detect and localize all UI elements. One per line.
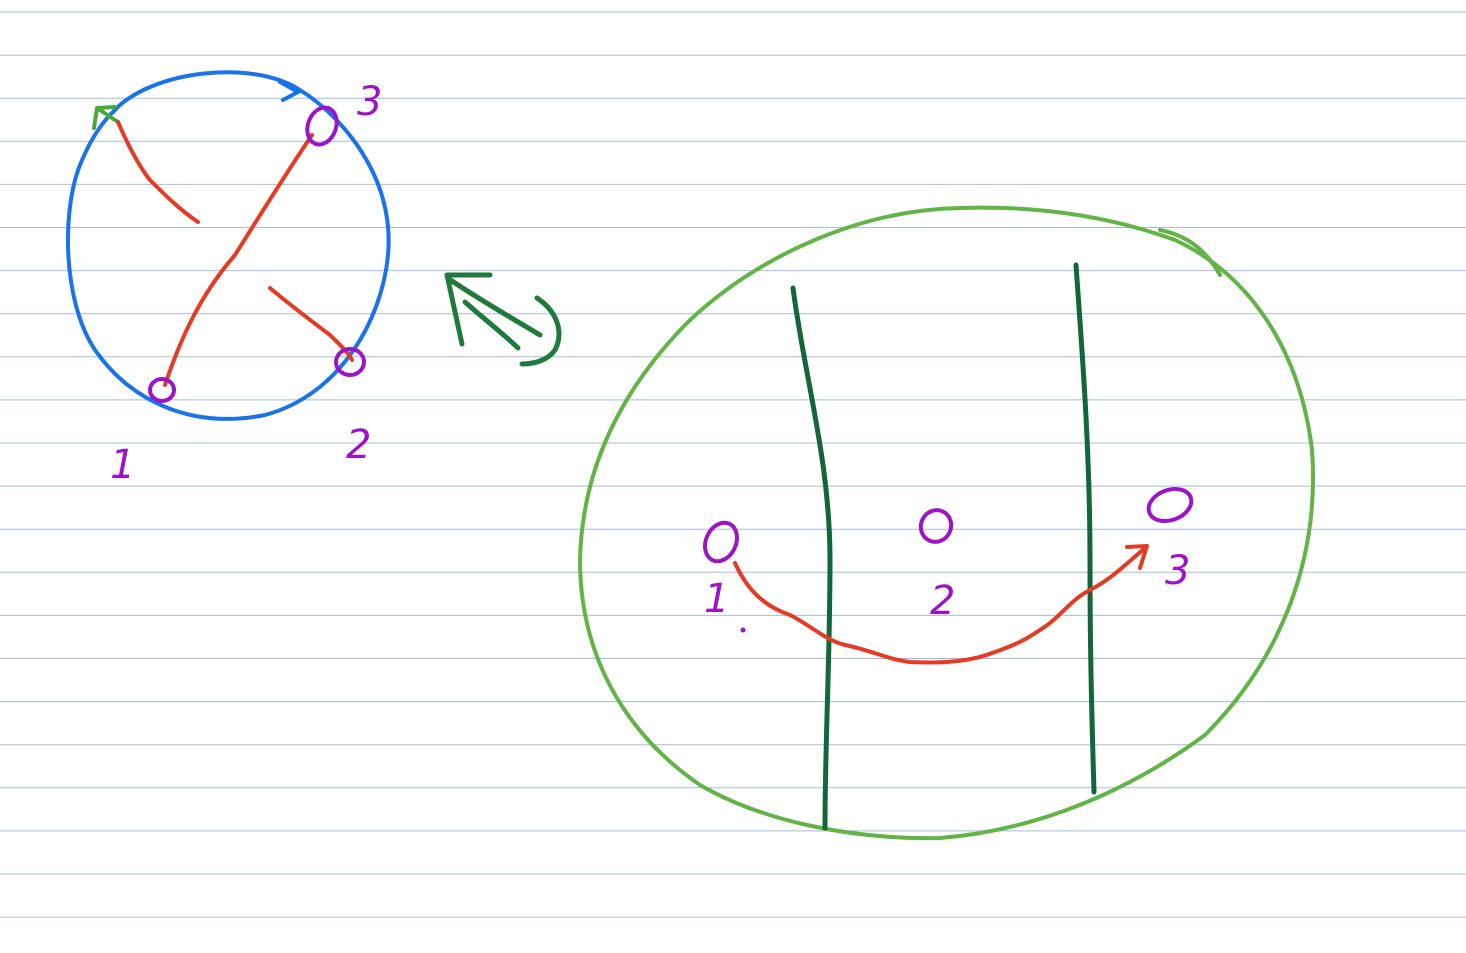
point-1 xyxy=(702,520,740,564)
double-headed-arrow-icon xyxy=(444,272,562,367)
disc-overlap-stroke xyxy=(1158,228,1222,277)
strand-top-left xyxy=(116,120,200,224)
path-1-to-3 xyxy=(733,546,1147,665)
strand-1-3 xyxy=(163,133,314,387)
stray-dot xyxy=(740,627,746,633)
point-2 xyxy=(918,508,954,544)
left-diagram: 1 2 3 xyxy=(66,70,391,488)
label-2: 2 xyxy=(346,422,371,468)
vertical-line-left xyxy=(790,285,833,831)
vertex-3 xyxy=(305,105,339,147)
small-arrow-icon xyxy=(92,105,120,130)
path-arrowhead-icon xyxy=(1125,544,1149,570)
disc-boundary xyxy=(577,205,1315,841)
boundary-circle xyxy=(66,70,391,421)
label-3: 3 xyxy=(1165,548,1190,594)
vertical-line-right xyxy=(1073,262,1097,795)
vertex-2 xyxy=(334,347,366,377)
right-diagram: 1 2 3 xyxy=(577,205,1315,841)
label-2: 2 xyxy=(930,578,955,624)
ruled-lines xyxy=(0,11,1466,918)
point-3 xyxy=(1146,487,1194,523)
vertex-1 xyxy=(148,377,176,403)
strand-to-2 xyxy=(268,286,354,362)
label-1: 1 xyxy=(704,576,729,622)
orientation-arrow-icon xyxy=(278,80,303,102)
label-1: 1 xyxy=(110,442,135,488)
label-3: 3 xyxy=(357,79,382,125)
